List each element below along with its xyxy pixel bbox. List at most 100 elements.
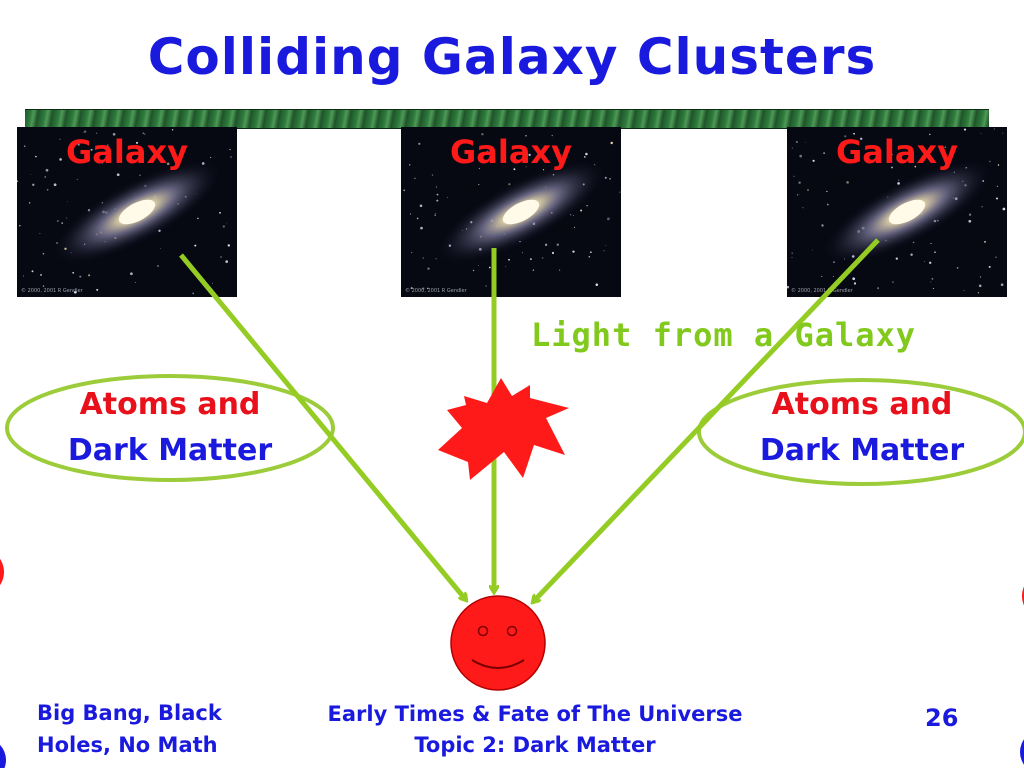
background-star	[59, 158, 62, 161]
background-star	[143, 133, 146, 135]
background-star	[39, 233, 41, 235]
background-star	[418, 142, 421, 145]
galaxy-label-3: Galaxy	[836, 133, 958, 171]
background-star	[435, 258, 437, 260]
background-star	[826, 203, 829, 206]
background-star	[997, 164, 1000, 166]
background-star	[434, 214, 436, 216]
background-star	[544, 243, 548, 246]
background-star	[852, 277, 856, 281]
background-star	[559, 269, 561, 271]
background-star	[76, 178, 78, 180]
edge-shape-left	[0, 558, 4, 586]
background-star	[914, 165, 917, 168]
background-star	[995, 256, 997, 258]
background-star	[486, 150, 489, 153]
background-star	[812, 159, 815, 162]
background-star	[892, 281, 894, 283]
background-star	[931, 277, 934, 280]
background-star	[222, 225, 225, 228]
background-star	[28, 202, 31, 204]
background-star	[134, 281, 136, 284]
background-star	[67, 201, 68, 202]
footer-topic: Early Times & Fate of The Universe Topic…	[270, 699, 800, 761]
background-star	[22, 275, 25, 277]
footer-left-line2: Holes, No Math	[37, 733, 218, 757]
background-star	[53, 183, 57, 187]
background-star	[805, 141, 807, 143]
background-star	[422, 257, 424, 259]
left-matter-line1: Atoms and	[79, 387, 261, 422]
slide-title: Colliding Galaxy Clusters	[147, 28, 877, 86]
background-star	[787, 285, 790, 289]
background-star	[481, 133, 484, 136]
background-star	[194, 244, 197, 247]
background-star	[525, 134, 527, 137]
background-star	[793, 175, 795, 177]
background-star	[1002, 207, 1006, 211]
light-from-galaxy-label: Light from a Galaxy	[531, 316, 917, 354]
background-star	[107, 144, 109, 146]
background-star	[802, 207, 804, 209]
background-star	[580, 209, 583, 212]
light-arrow-left	[179, 253, 466, 600]
background-star	[573, 226, 576, 228]
background-star	[877, 287, 880, 290]
background-star	[118, 157, 122, 161]
background-star	[963, 290, 965, 291]
background-star	[996, 185, 999, 188]
photo-credit-2: © 2000, 2001 R Gendler	[405, 288, 467, 294]
background-star	[42, 294, 44, 296]
background-star	[844, 135, 847, 138]
background-star	[35, 155, 37, 158]
background-star	[956, 267, 959, 269]
background-star	[595, 283, 599, 286]
left-matter-line2: Dark Matter	[67, 433, 273, 468]
left-matter-label: Atoms and Dark Matter	[20, 382, 320, 474]
edge-shape-bottom-right	[1020, 739, 1024, 765]
background-star	[807, 189, 809, 191]
background-star	[586, 205, 588, 207]
background-star	[416, 217, 419, 220]
photo-credit-1: © 2000, 2001 R Gendler	[21, 288, 83, 294]
background-star	[963, 128, 967, 131]
background-star	[588, 256, 591, 258]
background-star	[427, 267, 430, 270]
background-star	[551, 134, 553, 137]
background-star	[40, 273, 42, 276]
background-star	[823, 152, 825, 154]
background-star	[220, 256, 222, 258]
background-star	[984, 241, 986, 243]
background-star	[409, 164, 411, 166]
background-star	[46, 188, 49, 191]
background-star	[102, 162, 104, 164]
background-star	[436, 193, 439, 196]
background-star	[895, 257, 898, 260]
background-star	[821, 276, 823, 277]
background-star	[543, 159, 545, 161]
background-star	[142, 132, 144, 134]
background-star	[17, 180, 19, 182]
background-star	[431, 174, 434, 176]
background-star	[61, 222, 63, 224]
footer-left-line1: Big Bang, Black	[37, 701, 222, 725]
background-star	[32, 183, 35, 186]
background-star	[19, 225, 21, 227]
background-star	[521, 252, 523, 254]
background-star	[528, 153, 531, 156]
background-star	[227, 244, 230, 247]
background-star	[585, 152, 588, 156]
background-star	[422, 287, 425, 290]
background-star	[795, 140, 798, 144]
background-star	[192, 292, 195, 295]
background-star	[45, 168, 49, 172]
background-star	[609, 177, 611, 180]
right-matter-label: Atoms and Dark Matter	[712, 382, 1012, 474]
background-star	[30, 173, 32, 175]
background-star	[529, 258, 532, 261]
background-star	[556, 243, 559, 246]
background-star	[488, 266, 491, 269]
background-star	[989, 160, 991, 163]
background-star	[541, 257, 544, 259]
background-star	[88, 274, 91, 277]
